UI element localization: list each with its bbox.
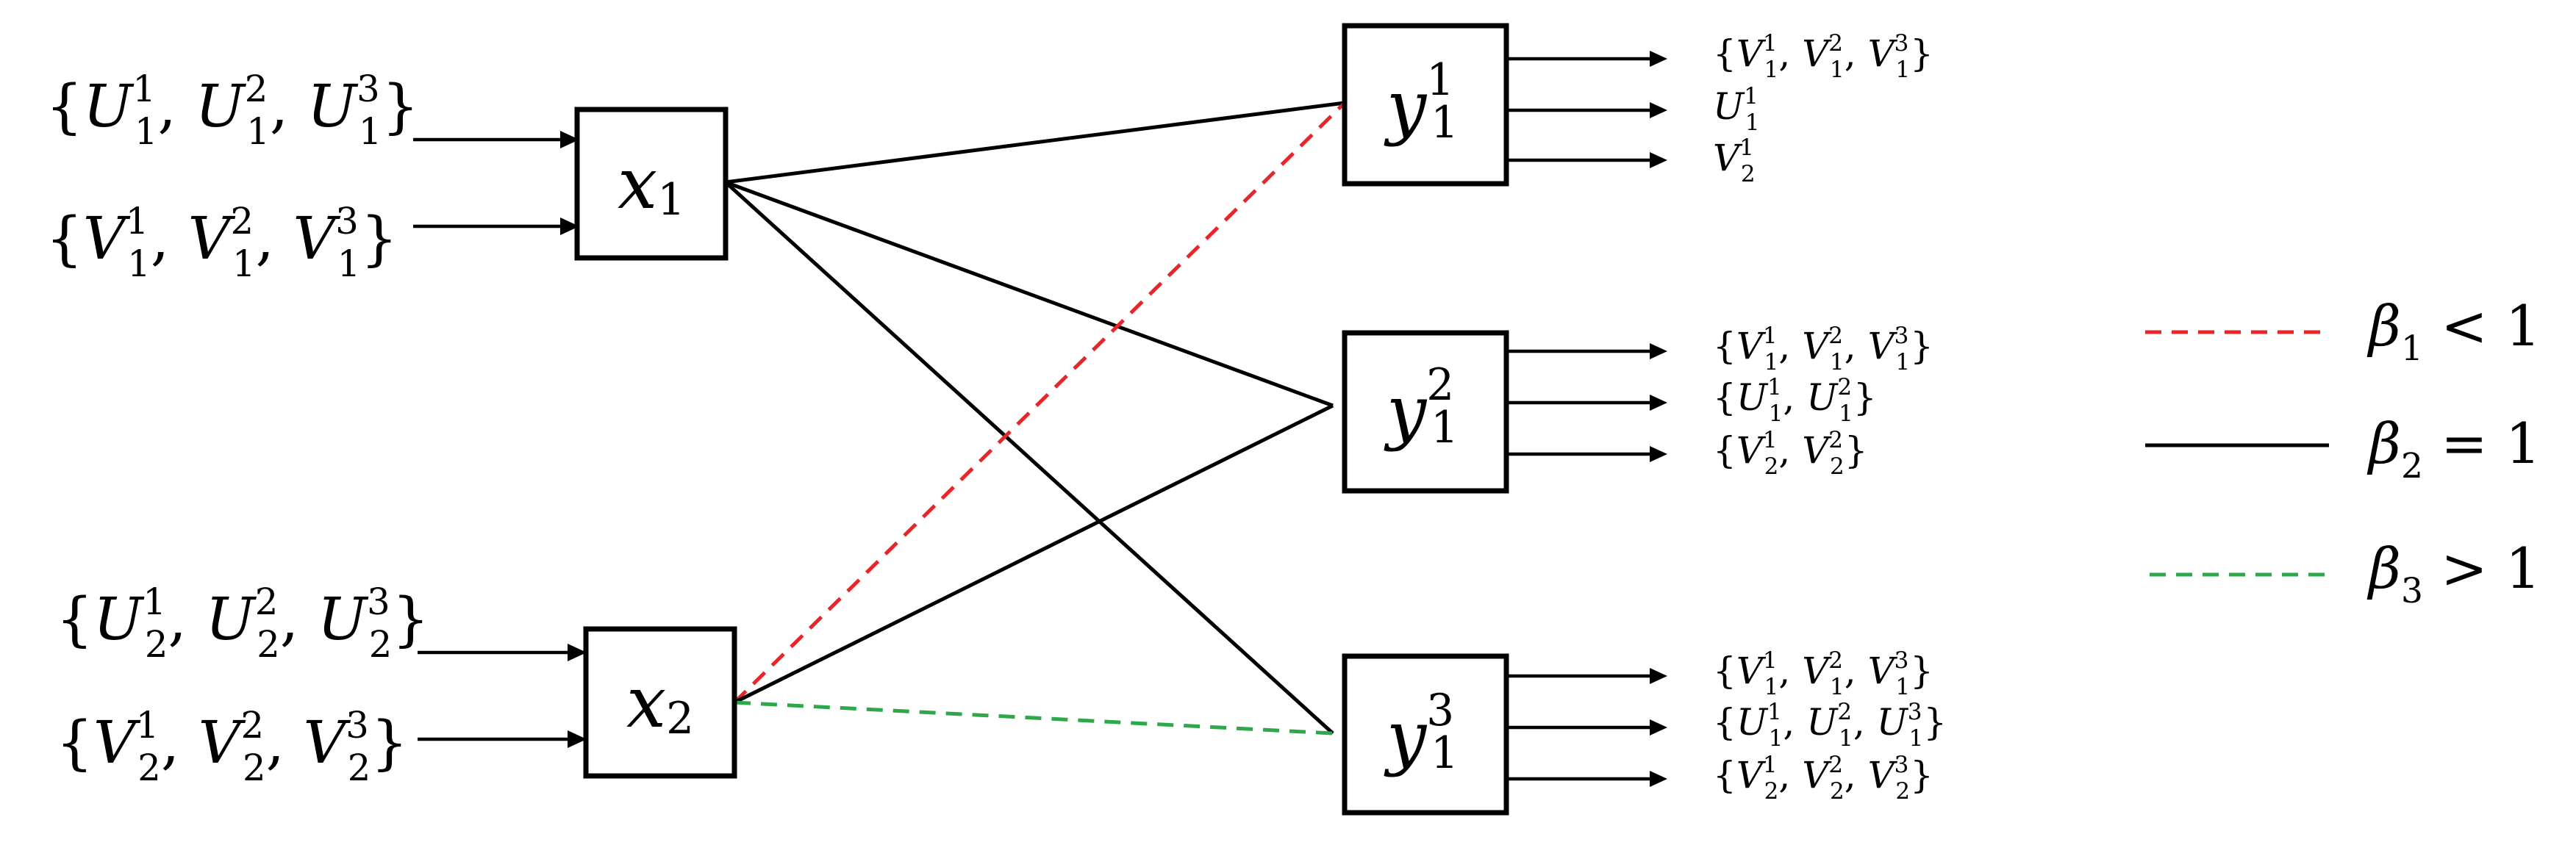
output-arrowhead-y12-2 bbox=[1650, 395, 1667, 411]
node-x1-box bbox=[574, 107, 729, 261]
output-arrowhead-y11-3 bbox=[1650, 152, 1667, 168]
node-x1: x1 bbox=[574, 107, 729, 261]
legend-label-beta2: β2 = 1 bbox=[2366, 411, 2541, 486]
edge-x1-y13 bbox=[724, 181, 1334, 735]
legend-label-beta3: β3 > 1 bbox=[2366, 536, 2541, 611]
node-y13-box bbox=[1342, 653, 1509, 816]
legend: β1 < 1 β2 = 1 β3 > 1 bbox=[2145, 293, 2541, 611]
edge-x1-y11 bbox=[725, 101, 1345, 184]
output-arrowhead-y13-1 bbox=[1650, 668, 1667, 684]
node-x2: x2 bbox=[583, 626, 737, 779]
output-arrowhead-y12-3 bbox=[1650, 446, 1667, 462]
edge-x1-y12 bbox=[725, 180, 1334, 408]
edges bbox=[724, 101, 1346, 736]
node-y12-box bbox=[1342, 330, 1509, 494]
edge-x2-y11 bbox=[733, 101, 1346, 704]
input-arrowhead-x1-bottom bbox=[560, 217, 579, 235]
node-y11-box bbox=[1342, 23, 1509, 187]
input-arrowhead-x2-bottom bbox=[568, 730, 587, 748]
output-arrows bbox=[1506, 51, 1667, 787]
legend-label-beta1: β1 < 1 bbox=[2366, 293, 2541, 369]
input-arrows bbox=[413, 131, 587, 748]
output-arrowhead-y13-3 bbox=[1650, 771, 1667, 787]
output-arrowhead-y11-2 bbox=[1650, 102, 1667, 118]
legend-labels: β1 < 1 β2 = 1 β3 > 1 bbox=[2366, 293, 2541, 611]
node-x1-label: x1 bbox=[618, 143, 685, 226]
edge-x2-y12 bbox=[733, 403, 1334, 705]
output-arrowhead-y13-2 bbox=[1650, 719, 1667, 736]
input-arrowhead-x2-top bbox=[568, 644, 587, 661]
input-arrowhead-x1-top bbox=[560, 131, 579, 148]
edge-x2-y13 bbox=[734, 700, 1334, 736]
node-x2-label: x2 bbox=[626, 661, 694, 744]
output-arrowhead-y12-1 bbox=[1650, 343, 1667, 359]
node-x2-box bbox=[583, 626, 737, 779]
output-arrowhead-y11-1 bbox=[1650, 51, 1667, 67]
